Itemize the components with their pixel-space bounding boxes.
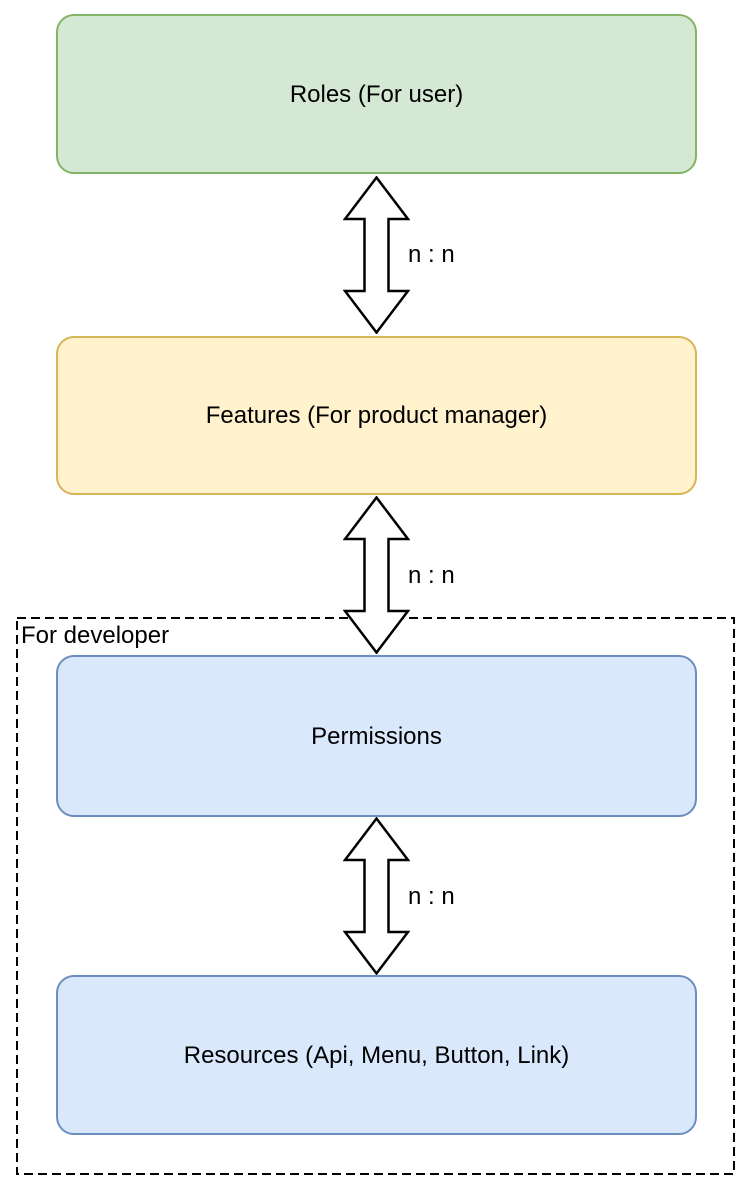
edge-cardinality-label: n : n: [408, 241, 455, 268]
edge-cardinality-label: n : n: [408, 562, 455, 589]
node-resources: Resources (Api, Menu, Button, Link): [56, 975, 697, 1135]
double-headed-arrow-icon: [343, 176, 410, 334]
double-headed-arrow-icon: [343, 496, 410, 654]
node-features: Features (For product manager): [56, 336, 697, 495]
node-resources-label: Resources (Api, Menu, Button, Link): [183, 1041, 570, 1069]
edge-cardinality-label: n : n: [408, 883, 455, 910]
node-roles-label: Roles (For user): [289, 80, 464, 108]
developer-group-label: For developer: [21, 622, 170, 649]
node-permissions: Permissions: [56, 655, 697, 817]
node-roles: Roles (For user): [56, 14, 697, 174]
node-features-label: Features (For product manager): [205, 402, 548, 429]
node-permissions-label: Permissions: [311, 722, 442, 750]
double-headed-arrow-icon: [343, 817, 410, 975]
